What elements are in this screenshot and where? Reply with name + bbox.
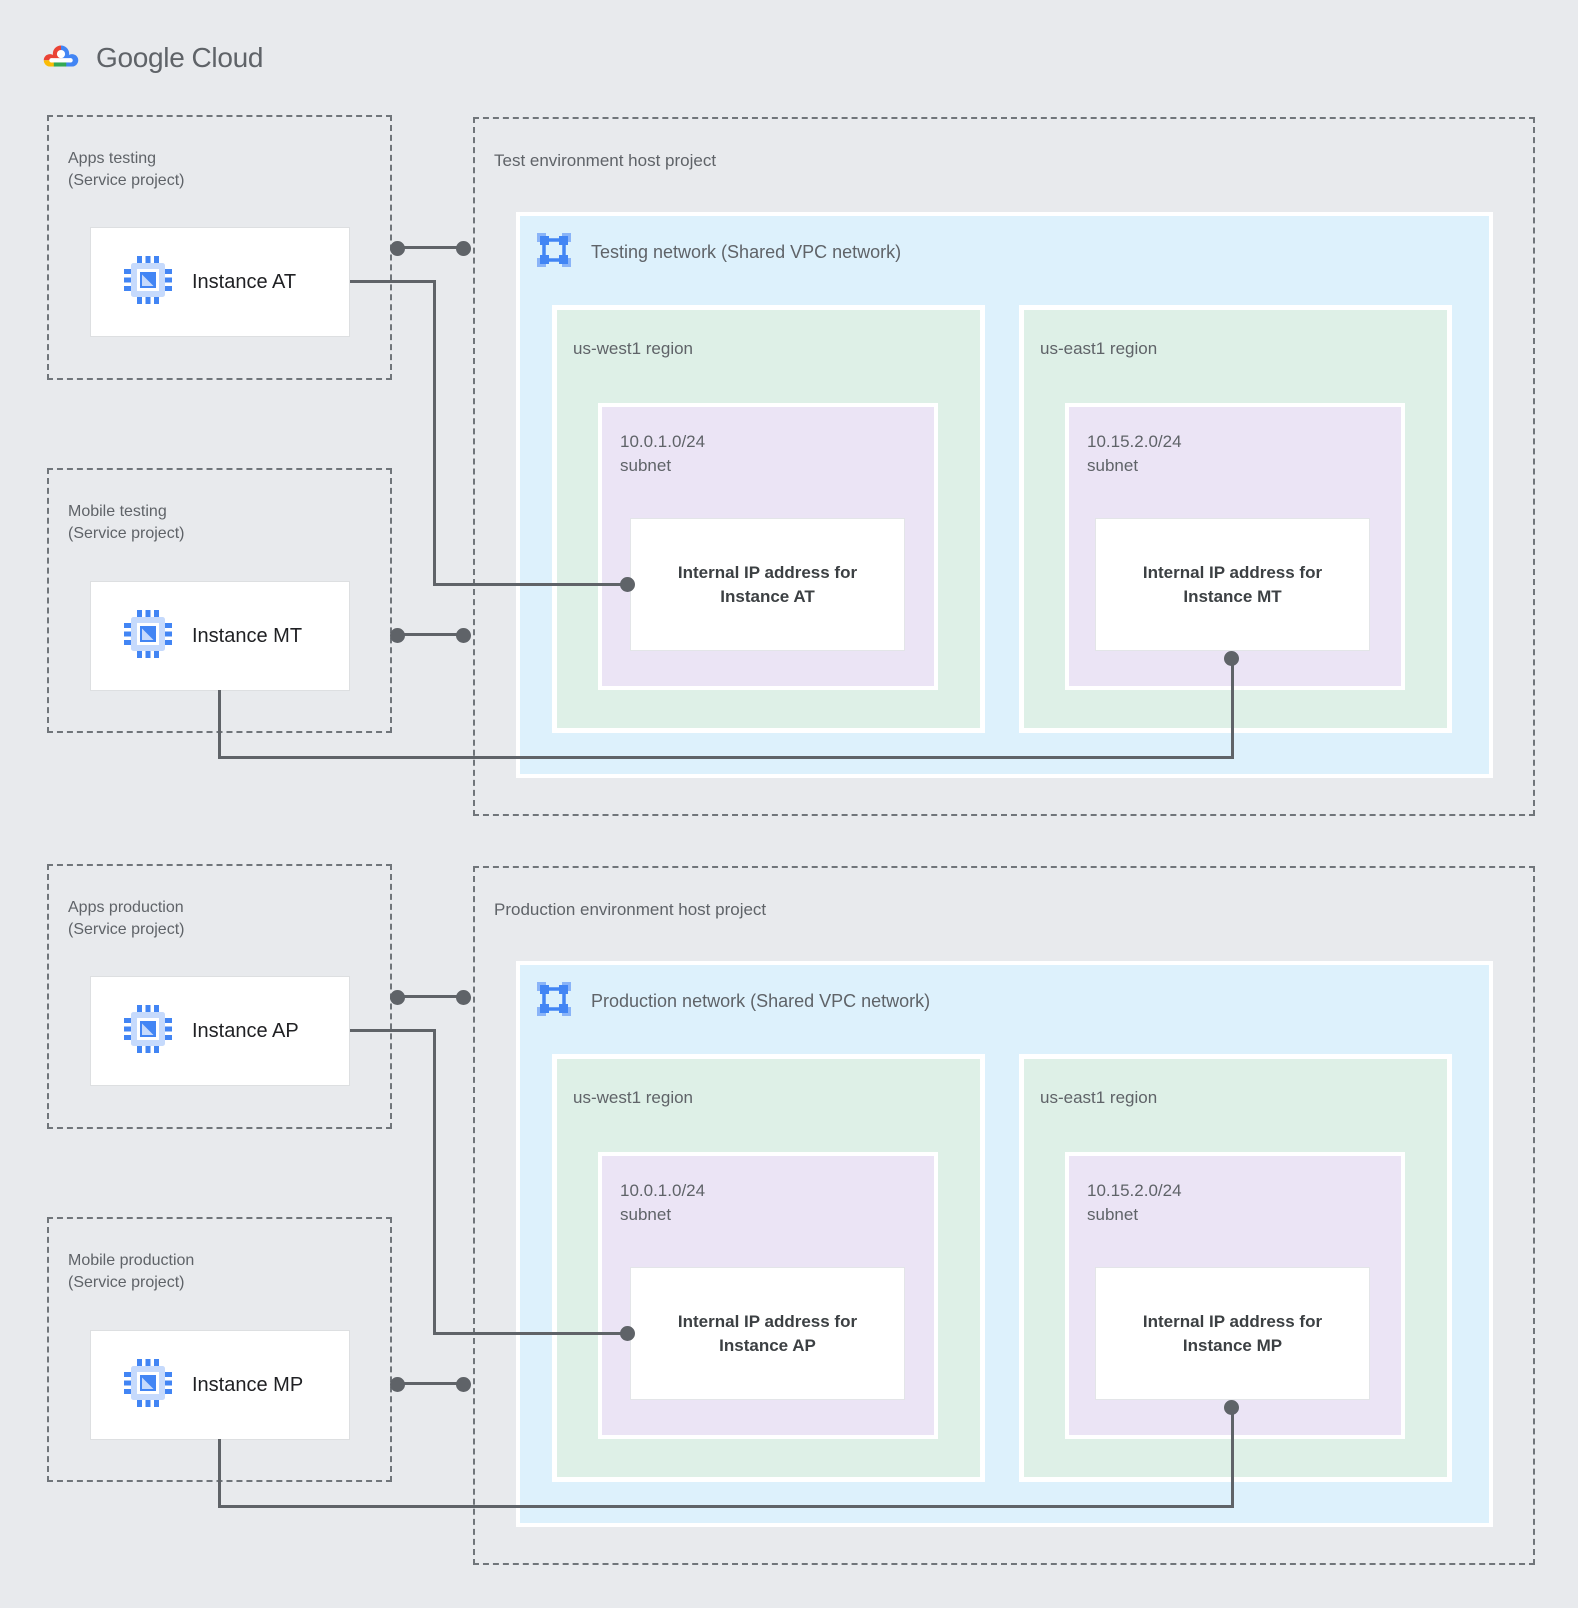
connector-dot xyxy=(456,990,471,1005)
connector-line xyxy=(397,633,463,636)
service-project-type: (Service project) xyxy=(68,525,185,542)
compute-engine-icon xyxy=(124,609,172,663)
ip-label-line1: Internal IP address for xyxy=(677,562,858,582)
host-project-label: Production environment host project xyxy=(494,900,767,919)
internal-ip-box: Internal IP address for Instance AP xyxy=(630,1267,905,1400)
connector-line xyxy=(433,1029,436,1335)
connector-line xyxy=(218,1439,221,1508)
connector-line xyxy=(350,280,436,283)
connector-dot xyxy=(390,628,405,643)
ip-label-line2: Instance MP xyxy=(1182,1335,1283,1355)
section-production-environment: Apps production (Service project) xyxy=(0,749,1578,1569)
region-label: us-west1 region xyxy=(573,1088,694,1107)
connector-line xyxy=(433,280,436,586)
connector-dot xyxy=(456,1377,471,1392)
logo-brand: Google xyxy=(96,42,185,73)
ip-label-line1: Internal IP address for xyxy=(677,1311,858,1331)
subnet-cidr: 10.0.1.0/24 xyxy=(620,432,706,451)
instance-card: Instance AP xyxy=(90,976,350,1086)
service-project-label: Mobile production (Service project) xyxy=(68,1250,194,1294)
connector-line xyxy=(350,1029,436,1032)
connector-line xyxy=(397,1382,463,1385)
subnet-label: 10.0.1.0/24 subnet xyxy=(620,430,705,478)
connector-dot xyxy=(620,577,635,592)
subnet-word: subnet xyxy=(620,1205,672,1224)
connector-dot xyxy=(1224,1400,1239,1415)
instance-label: Instance MT xyxy=(192,624,303,647)
connector-dot xyxy=(1224,651,1239,666)
connector-line xyxy=(1231,658,1234,759)
service-project-label: Apps production (Service project) xyxy=(68,897,184,941)
subnet-word: subnet xyxy=(1087,1205,1139,1224)
vpc-network-icon xyxy=(536,232,572,273)
google-cloud-icon xyxy=(38,38,84,78)
subnet-cidr: 10.15.2.0/24 xyxy=(1087,1181,1182,1200)
network-header: Production network (Shared VPC network) xyxy=(536,981,930,1022)
connector-dot xyxy=(620,1326,635,1341)
service-project-name: Mobile production xyxy=(68,1252,195,1269)
service-project-type: (Service project) xyxy=(68,1274,185,1291)
connector-line xyxy=(433,583,633,586)
subnet-cidr: 10.15.2.0/24 xyxy=(1087,432,1182,451)
network-header: Testing network (Shared VPC network) xyxy=(536,232,901,273)
service-project-type: (Service project) xyxy=(68,172,185,189)
instance-card: Instance MP xyxy=(90,1330,350,1440)
service-project-type: (Service project) xyxy=(68,921,185,938)
service-project-label: Mobile testing (Service project) xyxy=(68,501,184,545)
connector-dot xyxy=(456,241,471,256)
vpc-network-icon xyxy=(536,981,572,1022)
instance-card: Instance MT xyxy=(90,581,350,691)
host-project-box xyxy=(473,866,1535,1565)
connector-dot xyxy=(456,628,471,643)
region-label: us-east1 region xyxy=(1040,1088,1158,1107)
subnet-word: subnet xyxy=(1087,456,1139,475)
connector-line xyxy=(397,246,463,249)
compute-engine-icon xyxy=(124,1004,172,1058)
connector-dot xyxy=(390,1377,405,1392)
ip-label-line1: Internal IP address for xyxy=(1142,1311,1323,1331)
connector-line xyxy=(218,756,1234,759)
service-project-label: Apps testing (Service project) xyxy=(68,148,184,192)
internal-ip-box: Internal IP address for Instance MP xyxy=(1095,1267,1370,1400)
connector-line xyxy=(1231,1407,1234,1508)
instance-label: Instance AP xyxy=(192,1019,299,1042)
subnet-label: 10.0.1.0/24 subnet xyxy=(620,1179,705,1227)
ip-label-line1: Internal IP address for xyxy=(1142,562,1323,582)
internal-ip-box: Internal IP address for Instance AT xyxy=(630,518,905,651)
connector-line xyxy=(433,1332,633,1335)
host-project-label: Test environment host project xyxy=(494,151,717,170)
compute-engine-icon xyxy=(124,1358,172,1412)
connector-line xyxy=(218,1505,1234,1508)
instance-card: Instance AT xyxy=(90,227,350,337)
service-project-box-mobile: Mobile production (Service project) xyxy=(47,1217,392,1482)
region-label: us-west1 region xyxy=(573,339,694,358)
instance-label: Instance MP xyxy=(192,1373,304,1396)
service-project-name: Apps testing xyxy=(68,150,157,167)
logo-product: Cloud xyxy=(191,42,264,73)
service-project-name: Mobile testing xyxy=(68,503,167,520)
region-label: us-east1 region xyxy=(1040,339,1158,358)
connector-line xyxy=(218,690,221,759)
ip-label-line2: Instance AP xyxy=(719,1335,816,1355)
connector-line xyxy=(397,995,463,998)
compute-engine-icon xyxy=(124,255,172,309)
host-project-box xyxy=(473,117,1535,816)
ip-label-line2: Instance AT xyxy=(720,586,815,606)
network-label: Testing network (Shared VPC network) xyxy=(591,242,902,262)
ip-label-line2: Instance MT xyxy=(1183,586,1282,606)
subnet-word: subnet xyxy=(620,456,672,475)
internal-ip-box: Internal IP address for Instance MT xyxy=(1095,518,1370,651)
network-label: Production network (Shared VPC network) xyxy=(591,991,931,1011)
subnet-label: 10.15.2.0/24 subnet xyxy=(1087,430,1182,478)
subnet-label: 10.15.2.0/24 subnet xyxy=(1087,1179,1182,1227)
service-project-name: Apps production xyxy=(68,899,184,916)
instance-label: Instance AT xyxy=(192,270,297,293)
subnet-cidr: 10.0.1.0/24 xyxy=(620,1181,706,1200)
section-test-environment: Apps testing (Service project) xyxy=(47,115,1535,816)
connector-dot xyxy=(390,990,405,1005)
connector-dot xyxy=(390,241,405,256)
